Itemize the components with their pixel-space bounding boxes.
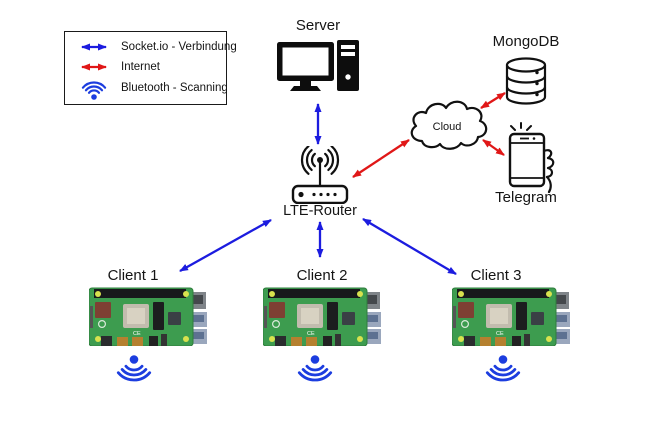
- legend-item: Internet: [77, 57, 218, 77]
- legend-item-label: Socket.io - Verbindung: [121, 41, 237, 53]
- database-icon: [505, 57, 547, 105]
- arrow-router-client1: [179, 218, 272, 273]
- antenna-waves-icon: [300, 146, 340, 175]
- server-icon: [277, 40, 359, 91]
- cloud-shape: Cloud: [410, 100, 488, 150]
- client1-label: Client 1: [107, 267, 159, 284]
- router-icon: [291, 146, 349, 204]
- wifi-scan-icon: [77, 75, 111, 101]
- telegram-label: Telegram: [495, 189, 557, 206]
- router-label: LTE-Router: [283, 203, 357, 219]
- legend-item-label: Bluetooth - Scanning: [121, 82, 228, 94]
- smartphone-icon: [508, 122, 555, 193]
- cloud-label: Cloud: [433, 121, 462, 133]
- client3-label: Client 3: [470, 267, 522, 284]
- raspberry-pi-image: [89, 287, 207, 346]
- bluetooth-scan-icon: [297, 355, 333, 382]
- arrow-router-cloud: [352, 139, 410, 178]
- arrow-router-client3: [362, 218, 457, 275]
- raspberry-pi-image: [452, 287, 570, 346]
- bluetooth-scan-icon: [116, 355, 152, 382]
- bluetooth-scan-icon: [485, 355, 521, 382]
- legend-item: Socket.io - Verbindung: [77, 37, 237, 57]
- double-arrow-icon: [77, 41, 111, 53]
- legend-item-label: Internet: [121, 61, 160, 73]
- client2-label: Client 2: [296, 267, 348, 284]
- double-arrow-icon: [77, 61, 111, 73]
- server-label: Server: [295, 17, 341, 34]
- raspberry-pi-image: [263, 287, 381, 346]
- hand-icon: [542, 149, 555, 193]
- mongodb-label: MongoDB: [492, 33, 560, 50]
- legend-item: Bluetooth - Scanning: [77, 75, 228, 101]
- legend: Socket.io - Verbindung Internet: [64, 31, 237, 105]
